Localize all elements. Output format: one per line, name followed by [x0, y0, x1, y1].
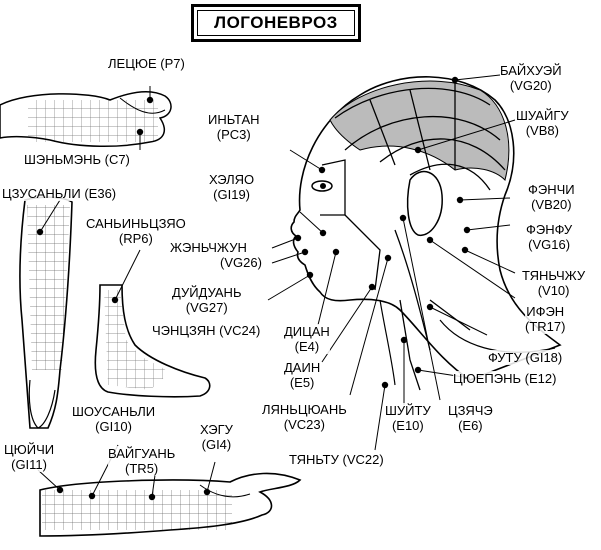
leg-figure: [19, 196, 73, 429]
point-label-tr5: ВАЙГУАНЬ(TR5): [108, 446, 176, 476]
point-label-vc23: ЛЯНЬЦЮАНЬ(VC23): [262, 402, 347, 432]
point-label-e5: ДАИН(E5): [284, 360, 321, 390]
head-meridian-lines: [320, 80, 506, 391]
point-label-vb20: ФЭНЧИ(VB20): [528, 182, 575, 212]
point-label-tr17: ИФЭН(TR17): [525, 304, 566, 334]
point-label-vg26: ЖЭНЬЧЖУН: [170, 240, 247, 255]
point-label-e4: ДИЦАН(E4): [284, 324, 330, 354]
hair-shading: [329, 80, 510, 181]
point-label-vb8: ШУАЙГУ(VB8): [516, 108, 569, 138]
leader-lines: [37, 74, 516, 498]
point-label-gi19: ХЭЛЯО(GI19): [209, 172, 255, 202]
point-label-vg27: ДУЙДУАНЬ(VG27): [172, 285, 242, 315]
point-label-vc24: ЧЭНЦЗЯН (VC24): [152, 323, 261, 338]
wrist-figure: [0, 90, 172, 148]
point-label-gi4: ХЭГУ(GI4): [200, 422, 233, 452]
point-label-e6: ЦЗЯЧЭ(E6): [448, 403, 493, 433]
point-label-v10: ТЯНЬЧЖУ(V10): [522, 268, 586, 298]
point-label-rp6: САНЬИНЬЦЗЯО(RP6): [86, 216, 186, 246]
ear: [406, 170, 443, 236]
point-label-e10: ШУЙТУ(E10): [385, 403, 431, 433]
point-label-vg26-code: (VG26): [220, 255, 262, 270]
point-label-p7: ЛЕЦЮЕ (P7): [108, 56, 185, 71]
point-label-pc3: ИНЬТАН(PC3): [208, 112, 260, 142]
point-label-vc22: ТЯНЬТУ (VC22): [289, 452, 384, 467]
point-label-gi10: ШОУСАНЬЛИ(GI10): [72, 404, 156, 434]
title: ЛОГОНЕВРОЗ: [197, 10, 355, 36]
point-label-e36: ЦЗУСАНЬЛИ (E36): [2, 186, 117, 201]
forearm-figure: [39, 472, 302, 537]
point-label-c7: ШЭНЬМЭНЬ (C7): [24, 152, 130, 167]
point-label-e12: ЦЮЕПЭНЬ (E12): [453, 371, 557, 386]
point-label-gi11: ЦЮЙЧИ(GI11): [4, 442, 55, 472]
point-label-vg20: БАЙХУЭЙ(VG20): [500, 63, 562, 93]
foot-figure: [94, 284, 211, 398]
point-label-gi18: ФУТУ (GI18): [488, 350, 563, 365]
point-label-vg16: ФЭНФУ(VG16): [526, 222, 573, 252]
title-frame: ЛОГОНЕВРОЗ: [191, 4, 361, 42]
